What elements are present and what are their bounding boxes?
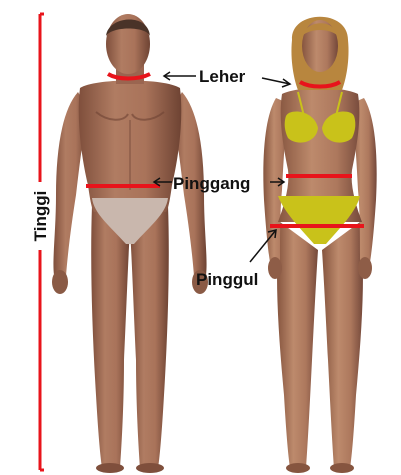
male-body-figure	[52, 14, 208, 473]
neck-label: Leher	[199, 67, 246, 86]
height-label: Tinggi	[31, 191, 50, 242]
waist-label: Pinggang	[173, 174, 250, 193]
female-body-figure	[263, 17, 376, 473]
hip-label: Pinggul	[196, 270, 258, 289]
